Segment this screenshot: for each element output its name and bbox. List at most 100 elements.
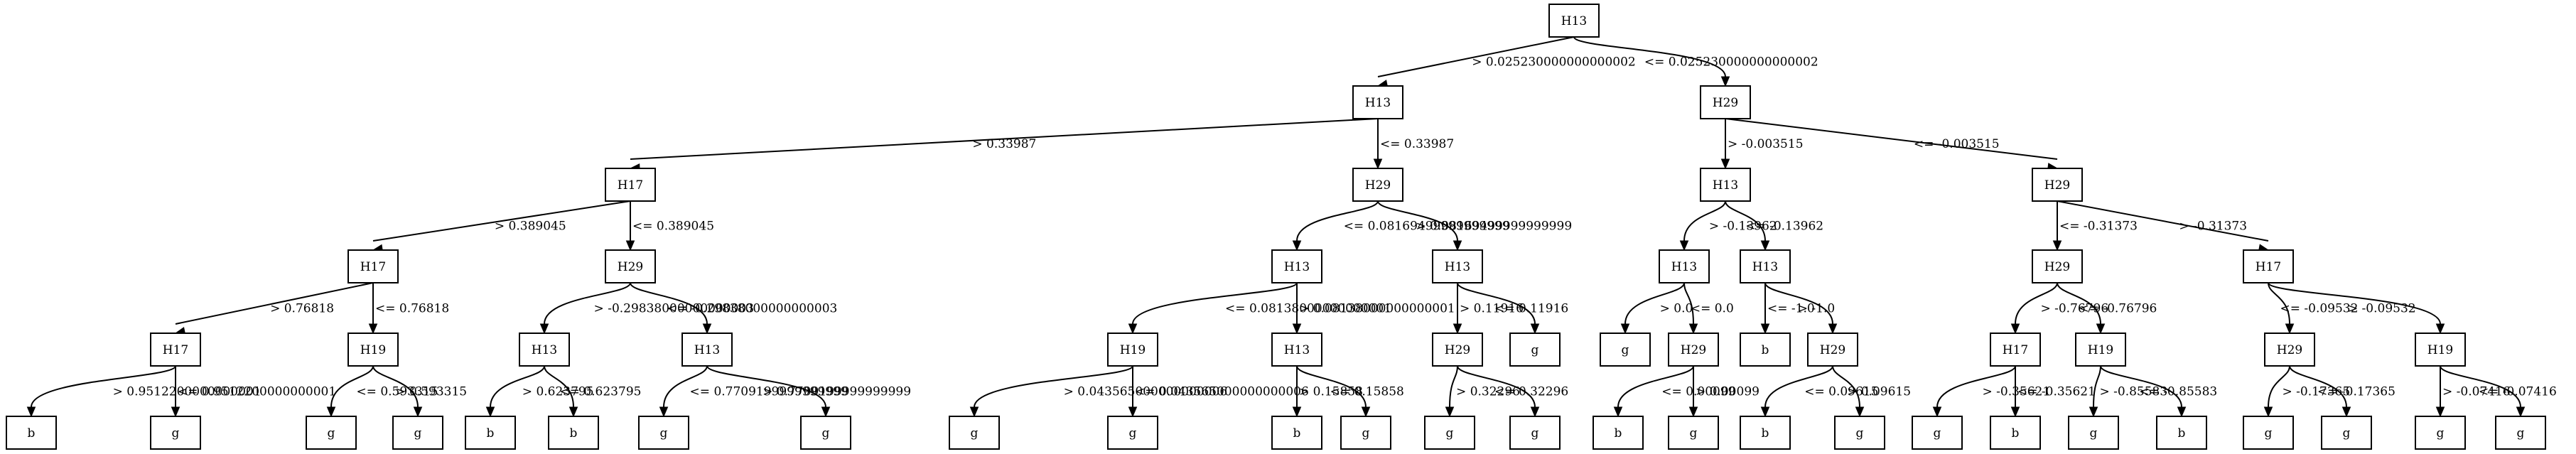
edge-line	[1683, 200, 1726, 242]
arrowhead-icon	[1530, 406, 1540, 418]
arrowhead-icon	[1688, 406, 1698, 418]
arrowhead-icon	[625, 240, 635, 252]
node-box	[1352, 168, 1403, 202]
arrowhead-icon	[1688, 323, 1698, 335]
split-node-h13: H13	[1271, 333, 1322, 367]
split-node-h29: H29	[1668, 333, 1719, 367]
leaf-node-g: g	[392, 416, 443, 450]
node-box	[1509, 416, 1561, 450]
edge-line	[372, 365, 419, 408]
edge-label: <= 0.9512200000000001	[178, 385, 336, 399]
arrowhead-icon	[1760, 323, 1770, 335]
edge-label: > -1.0	[1798, 302, 1835, 316]
edge-n18-n37: <= 0.7709199999999999	[659, 365, 848, 418]
edge-n6-n13: <= -0.31373	[2052, 200, 2138, 252]
node-label: g	[1129, 426, 1137, 441]
edge-label: > 0.32296	[1456, 385, 1520, 399]
arrowhead-icon	[969, 406, 979, 418]
edge-n29-n53: > -0.17365	[2263, 365, 2351, 418]
edge-line	[1683, 282, 1694, 325]
node-label: H19	[1120, 343, 1146, 357]
edge-n14-n30: > -0.09532	[2268, 282, 2445, 335]
edge-n8-n17: > -0.29838000000000003	[539, 282, 754, 335]
edge-line	[175, 282, 374, 325]
leaf-node-b: b	[1990, 416, 2041, 450]
leaf-node-b: b	[548, 416, 599, 450]
edge-line	[1764, 282, 1833, 325]
node-label: H13	[1445, 260, 1470, 274]
leaf-node-g: g	[800, 416, 851, 450]
node-label: g	[2265, 426, 2273, 441]
edge-label: > 0.623795	[522, 385, 594, 399]
edge-n5-n12: <= -0.13962	[1725, 200, 1823, 252]
edge-line	[974, 365, 1133, 408]
node-label: H13	[1365, 96, 1391, 110]
edge-n28-n51: > -0.85583	[2089, 365, 2167, 418]
node-box	[306, 416, 357, 450]
node-label: H13	[1671, 260, 1697, 274]
edge-line	[663, 365, 708, 408]
arrowhead-icon	[1613, 406, 1623, 418]
arrowhead-icon	[2435, 406, 2445, 418]
arrowhead-icon	[1453, 323, 1462, 335]
arrowhead-icon	[326, 406, 336, 418]
leaf-node-b: b	[2156, 416, 2207, 450]
node-box	[1600, 333, 1651, 367]
arrowhead-icon	[2285, 323, 2295, 335]
edge-label: > -0.35621	[1983, 385, 2051, 399]
edge-line	[2268, 282, 2290, 325]
arrowhead-icon	[1760, 240, 1770, 252]
edge-label: <= -0.29838000000000003	[667, 302, 838, 316]
edge-line	[2289, 365, 2347, 408]
edge-n7-n15: > 0.76818	[174, 282, 374, 336]
leaf-node-b: b	[1593, 416, 1644, 450]
edge-n3-n8: <= 0.389045	[625, 200, 714, 252]
node-box	[347, 249, 399, 283]
node-label: b	[1293, 426, 1301, 441]
edge-n24-n45: <= 0.00099	[1613, 365, 1736, 418]
edge-label: > 0.11916	[1460, 302, 1524, 316]
edge-n20-n42: <= 0.15858	[1296, 365, 1404, 418]
node-box	[1509, 333, 1561, 367]
node-label: b	[2178, 426, 2186, 441]
edge-label: > -0.13962	[1709, 220, 1777, 234]
node-box	[2264, 333, 2315, 367]
node-label: H17	[163, 343, 188, 357]
edge-n27-n50: <= -0.35621	[2010, 366, 2096, 418]
node-box	[1271, 333, 1322, 367]
node-box	[1107, 333, 1158, 367]
edge-label: > 0.00099	[1696, 385, 1759, 399]
arrowhead-icon	[1932, 406, 1942, 418]
edge-line	[630, 118, 1379, 160]
leaf-node-g: g	[1107, 416, 1158, 450]
node-box	[2321, 416, 2372, 450]
node-label: g	[1690, 426, 1698, 441]
node-box	[1668, 416, 1719, 450]
node-box	[2243, 249, 2294, 283]
edge-n30-n56: <= -0.07416	[2440, 365, 2557, 418]
edge-label: <= 0.32296	[1494, 385, 1568, 399]
node-label: H29	[1681, 343, 1706, 357]
node-label: H13	[1713, 178, 1738, 193]
split-node-h29: H29	[605, 249, 656, 283]
split-node-h29: H29	[1807, 333, 1858, 367]
node-label: H17	[2256, 260, 2281, 274]
edge-label: > 0.9512200000000001	[113, 385, 262, 399]
node-label: H13	[694, 343, 720, 357]
arrowhead-icon	[368, 323, 378, 335]
edge-n29-n54: <= -0.17365	[2289, 365, 2396, 418]
node-box	[605, 249, 656, 283]
edge-label: > 0.7709199999999999	[762, 385, 911, 399]
arrowhead-icon	[2435, 323, 2445, 335]
edge-line	[1457, 365, 1536, 408]
edge-label: <= -0.003515	[1914, 137, 2000, 151]
node-box	[1740, 249, 1791, 283]
arrowhead-icon	[1720, 76, 1730, 87]
edge-line	[2440, 365, 2521, 408]
arrowhead-icon	[1128, 406, 1138, 418]
node-label: H29	[618, 260, 643, 274]
edge-label: > -0.17365	[2283, 385, 2351, 399]
split-node-h13: H13	[1700, 168, 1751, 202]
edge-n18-n38: > 0.7709199999999999	[706, 365, 911, 418]
edge-line	[1764, 365, 1833, 408]
